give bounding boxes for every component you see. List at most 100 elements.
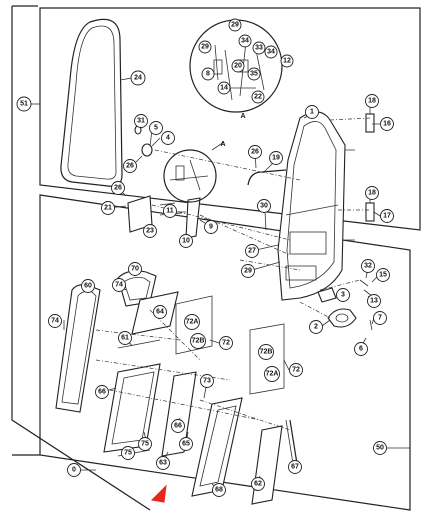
callout-75-low: 75 <box>121 446 135 460</box>
callout-29-detail-2: 29 <box>198 40 212 54</box>
striker-pin <box>359 279 373 297</box>
side-glass-62 <box>251 425 283 505</box>
rod-19 <box>247 169 287 186</box>
callout-74-top: 74 <box>112 278 126 292</box>
svg-text:29: 29 <box>201 44 209 51</box>
svg-text:21: 21 <box>104 205 112 212</box>
svg-text:68: 68 <box>215 487 223 494</box>
svg-text:24: 24 <box>134 75 142 82</box>
svg-text:72B: 72B <box>192 338 205 345</box>
svg-text:62: 62 <box>254 481 262 488</box>
svg-text:75: 75 <box>141 441 149 448</box>
svg-text:64: 64 <box>156 309 164 316</box>
label-box-lower <box>249 323 285 395</box>
callout-70: 70 <box>128 262 142 276</box>
svg-text:51: 51 <box>20 101 28 108</box>
callout-26-mid: 26 <box>248 145 262 159</box>
svg-text:72A: 72A <box>266 371 279 378</box>
svg-text:26: 26 <box>251 149 259 156</box>
projection-lines-upper <box>151 117 371 319</box>
svg-text:2: 2 <box>314 324 318 331</box>
screw-7 <box>369 319 373 331</box>
callout-72A-upper: 72A <box>184 314 200 330</box>
callout-4: 4 <box>161 131 175 145</box>
svg-text:22: 22 <box>254 94 262 101</box>
callout-10: 10 <box>179 234 193 248</box>
callout-60: 60 <box>81 279 95 293</box>
callout-50: 50 <box>373 441 387 455</box>
svg-text:70: 70 <box>131 266 139 273</box>
svg-text:34: 34 <box>241 38 249 45</box>
callout-32: 32 <box>361 259 375 273</box>
svg-text:29: 29 <box>244 268 252 275</box>
svg-text:73: 73 <box>203 378 211 385</box>
svg-text:19: 19 <box>272 155 280 162</box>
callout-26-lower: 26 <box>111 181 125 195</box>
callout-29-lower: 29 <box>241 264 255 278</box>
callout-67: 67 <box>288 460 302 474</box>
callout-21: 21 <box>101 201 115 215</box>
svg-text:72: 72 <box>222 340 230 347</box>
callout-33: 33 <box>252 41 266 55</box>
lock-bracket <box>127 195 201 239</box>
svg-text:3: 3 <box>341 292 345 299</box>
callout-3: 3 <box>336 288 350 302</box>
bolt-30 <box>264 211 267 231</box>
callout-74-left: 74 <box>48 314 62 328</box>
callout-73: 73 <box>200 374 214 388</box>
callout-11: 11 <box>163 204 177 218</box>
callout-15: 15 <box>376 268 390 282</box>
callout-0: 0 <box>67 463 81 477</box>
svg-text:61: 61 <box>121 335 129 342</box>
strip-61 <box>117 339 161 349</box>
upper-hinge <box>365 106 375 133</box>
label-box-upper <box>175 295 213 355</box>
callout-6: 6 <box>354 342 368 356</box>
callout-34-detail-b: 34 <box>264 45 278 59</box>
detail-label-a-mid: A <box>220 141 225 148</box>
callout-17: 17 <box>380 209 394 223</box>
svg-text:0: 0 <box>72 467 76 474</box>
svg-text:16: 16 <box>383 121 391 128</box>
callout-1: 1 <box>305 105 319 119</box>
svg-text:13: 13 <box>370 298 378 305</box>
svg-text:10: 10 <box>182 238 190 245</box>
callout-72-lower: 72 <box>289 363 303 377</box>
front-direction-arrow <box>150 484 167 503</box>
svg-text:15: 15 <box>379 272 387 279</box>
callout-2: 2 <box>309 320 323 334</box>
callout-7: 7 <box>373 311 387 325</box>
callout-75-mid: 75 <box>138 437 152 451</box>
svg-text:72: 72 <box>292 367 300 374</box>
callout-5: 5 <box>149 121 163 135</box>
callout-27: 27 <box>245 244 259 258</box>
callout-18-lower: 18 <box>365 186 379 200</box>
svg-text:60: 60 <box>84 283 92 290</box>
callout-23: 23 <box>143 224 157 238</box>
callout-20: 20 <box>231 59 245 73</box>
callout-9: 9 <box>204 220 218 234</box>
handle-plate <box>327 308 357 328</box>
svg-text:26: 26 <box>114 185 122 192</box>
callout-65: 65 <box>179 437 193 451</box>
svg-text:34: 34 <box>267 49 275 56</box>
callout-51: 51 <box>16 96 32 112</box>
callout-19: 19 <box>269 151 283 165</box>
upper-section-frame <box>39 7 421 231</box>
svg-text:23: 23 <box>146 228 154 235</box>
callout-68: 68 <box>212 483 226 497</box>
callout-64: 64 <box>153 305 167 319</box>
callout-34-detail: 34 <box>238 34 252 48</box>
callout-63: 63 <box>156 456 170 470</box>
svg-text:67: 67 <box>291 464 299 471</box>
svg-text:72A: 72A <box>186 319 199 326</box>
svg-text:26: 26 <box>126 163 134 170</box>
callout-14: 14 <box>217 81 231 95</box>
svg-text:74: 74 <box>115 282 123 289</box>
knob-cluster <box>134 125 153 157</box>
svg-text:32: 32 <box>364 263 372 270</box>
side-glass-68 <box>191 397 243 497</box>
side-glass-63 <box>161 371 197 457</box>
svg-text:35: 35 <box>250 71 258 78</box>
svg-text:6: 6 <box>359 346 363 353</box>
